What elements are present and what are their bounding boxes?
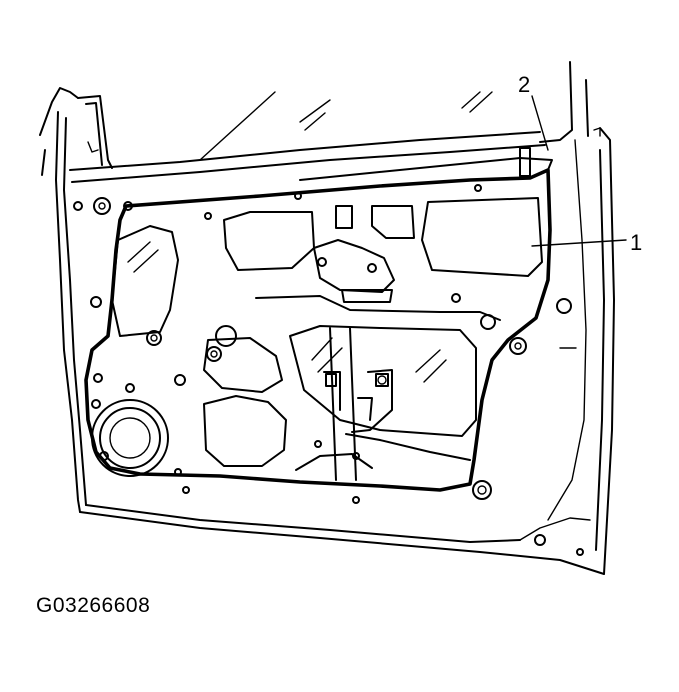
service-hole-cover-outline	[84, 157, 553, 492]
figure-id-label: G03266608	[36, 594, 151, 617]
callout-leaders	[531, 95, 627, 247]
window-glass	[69, 91, 546, 183]
window-regulator-parts	[87, 127, 601, 421]
callout-1-label: 1	[630, 230, 642, 255]
door-outer-frame	[39, 61, 615, 575]
speaker-opening	[91, 399, 169, 477]
panel-openings	[111, 197, 543, 481]
callout-2-label: 2	[518, 72, 530, 97]
mounting-holes	[73, 184, 584, 556]
